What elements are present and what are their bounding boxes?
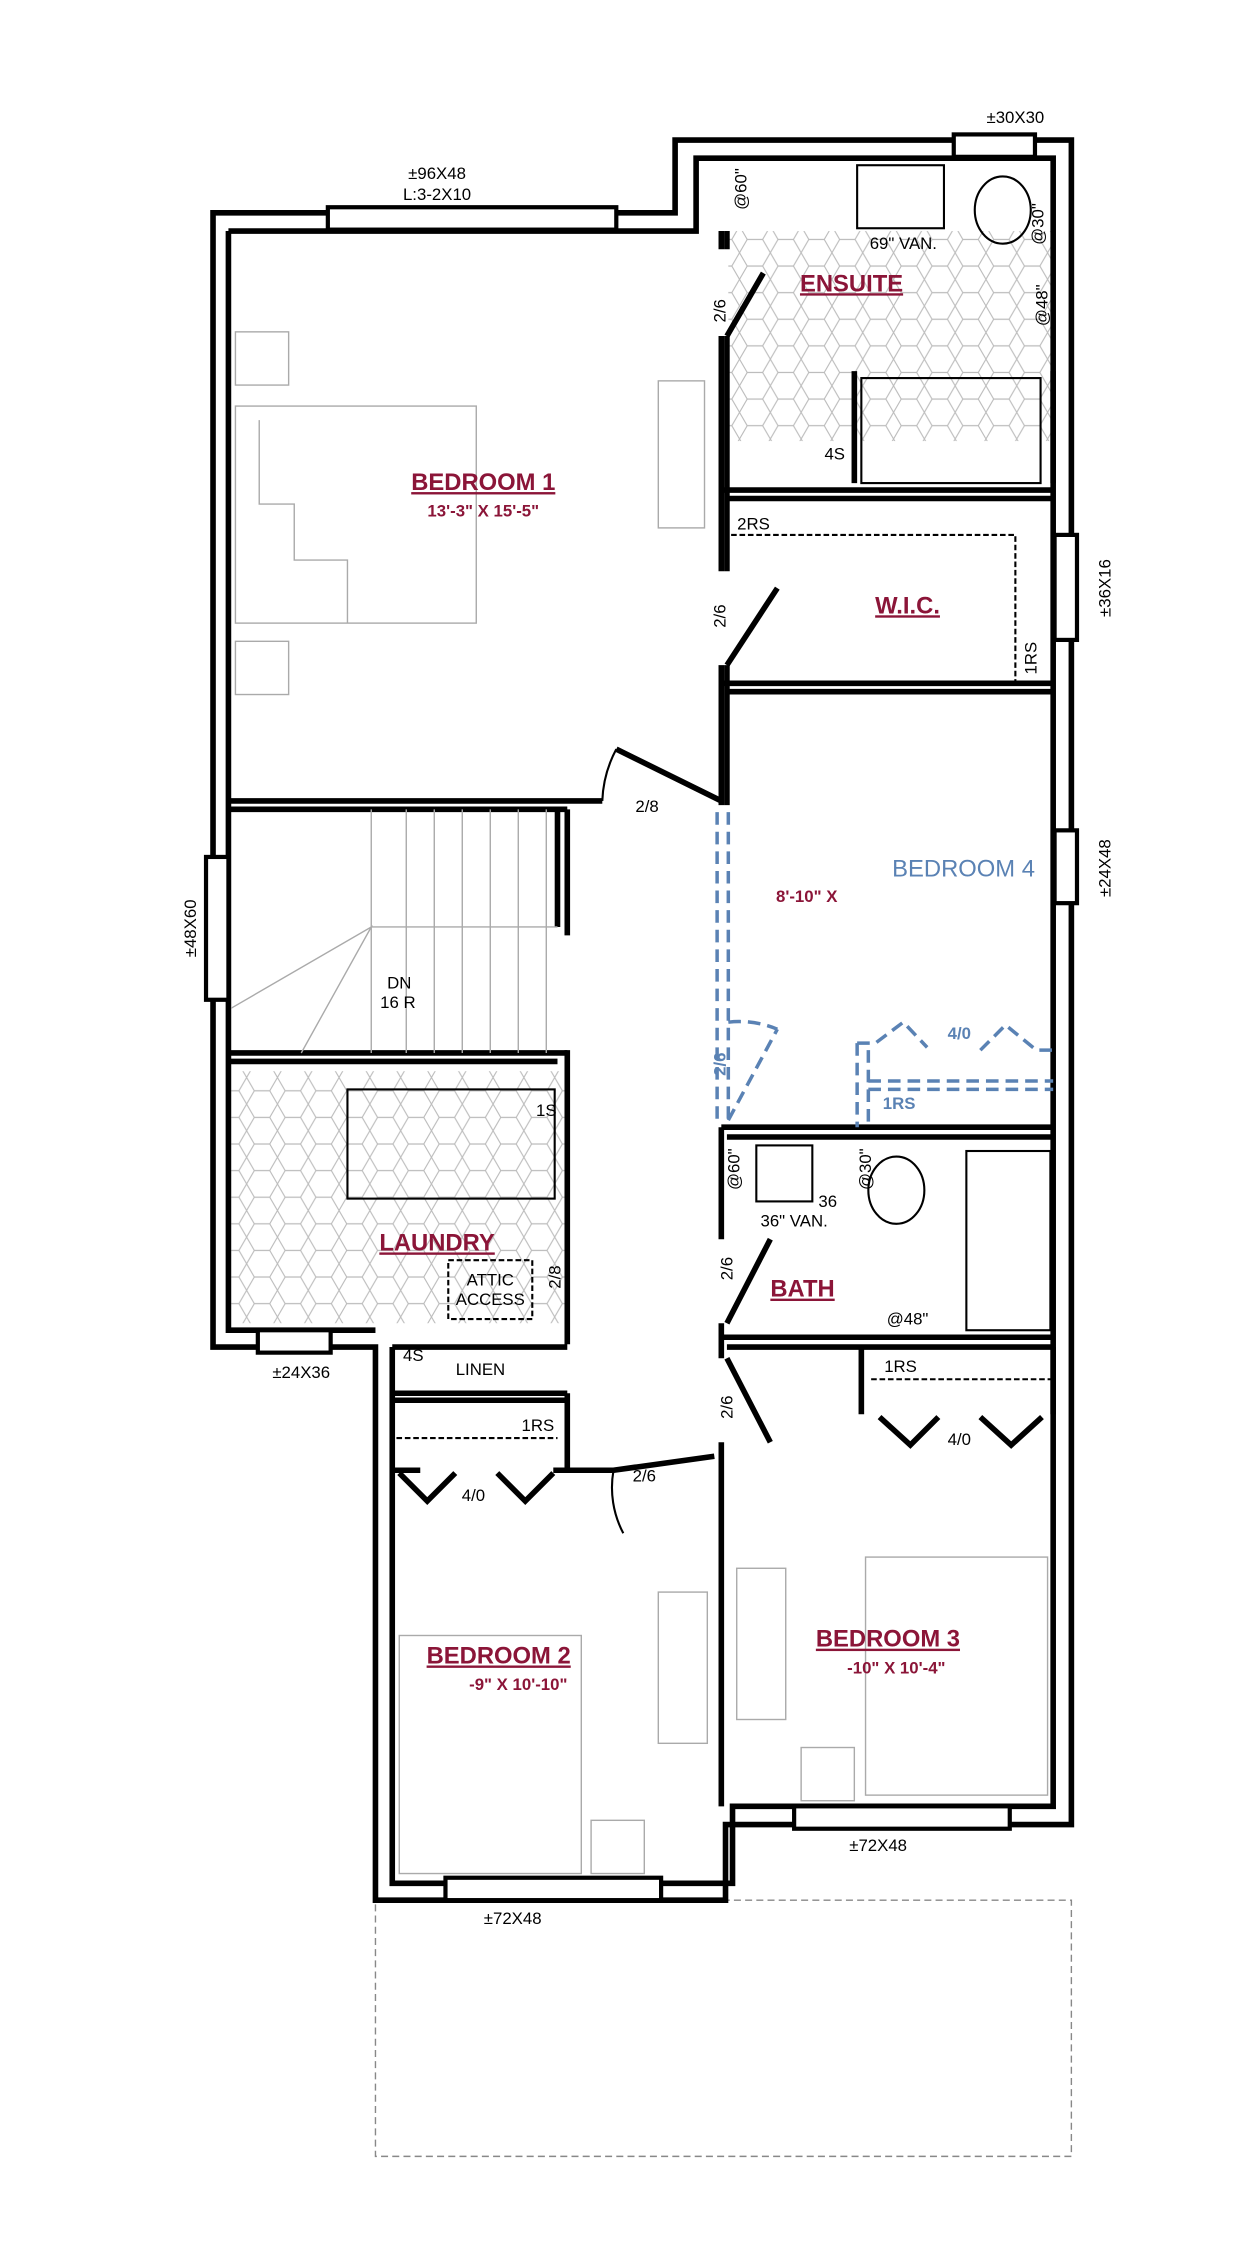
room-label-bedroom-1: BEDROOM 1 bbox=[411, 469, 555, 496]
room-label-bath: BATH bbox=[770, 1276, 834, 1303]
note: 36 bbox=[818, 1192, 837, 1211]
room-label-laundry: LAUNDRY bbox=[379, 1229, 495, 1256]
staircase bbox=[230, 809, 558, 1054]
door-label: 2/8 bbox=[635, 797, 658, 816]
note: 2RS bbox=[737, 514, 770, 533]
note: 1RS bbox=[883, 1094, 916, 1113]
door-label: 4/0 bbox=[462, 1486, 485, 1505]
room-label-bedroom-3: BEDROOM 3 bbox=[816, 1626, 960, 1653]
lintel-label: L:3-2X10 bbox=[403, 185, 471, 204]
door-label: 2/6 bbox=[711, 299, 730, 322]
note: 1RS bbox=[884, 1357, 917, 1376]
room-label-bedroom-4: BEDROOM 4 bbox=[892, 856, 1035, 883]
room-size-bedroom-4: 8'-10" X bbox=[776, 887, 838, 906]
note: 1RS bbox=[522, 1416, 555, 1435]
door-label: 2/6 bbox=[711, 1053, 730, 1076]
note: 1RS bbox=[1021, 642, 1040, 675]
closet-shelf bbox=[396, 533, 1054, 1440]
note: @48" bbox=[1033, 284, 1052, 326]
room-label-wic: W.I.C. bbox=[875, 592, 940, 619]
window-label: ±72X48 bbox=[484, 1909, 542, 1928]
door-label: 2/6 bbox=[633, 1466, 656, 1485]
stair-direction: DN bbox=[387, 974, 411, 993]
window-label: ±72X48 bbox=[849, 1836, 907, 1855]
note: 4S bbox=[824, 444, 845, 463]
note: @48" bbox=[887, 1310, 929, 1329]
window-label: ±96X48 bbox=[408, 164, 466, 183]
stair-risers: 16 R bbox=[380, 993, 415, 1012]
note: @60" bbox=[725, 1148, 744, 1190]
note: @30" bbox=[856, 1148, 875, 1190]
attic-access: ATTIC bbox=[467, 1270, 514, 1289]
door-swings bbox=[397, 271, 1054, 1534]
note: 1S bbox=[536, 1101, 557, 1120]
door-label: 2/8 bbox=[545, 1265, 564, 1288]
note: 4S bbox=[403, 1346, 424, 1365]
window-label: ±36X16 bbox=[1096, 559, 1115, 617]
furniture bbox=[234, 164, 1052, 1875]
room-size-bedroom-2: -9" X 10'-10" bbox=[469, 1675, 567, 1694]
room-label-ensuite: ENSUITE bbox=[800, 270, 903, 297]
attic-access: ACCESS bbox=[456, 1290, 525, 1309]
room-size-bedroom-1: 13'-3" X 15'-5" bbox=[427, 502, 539, 521]
tile-floor bbox=[231, 231, 1054, 1324]
room-label-bedroom-2: BEDROOM 2 bbox=[427, 1642, 571, 1669]
window-label: ±48X60 bbox=[181, 899, 200, 957]
door-label: 2/6 bbox=[718, 1257, 737, 1280]
window-label: ±24X48 bbox=[1096, 839, 1115, 897]
door-label: 4/0 bbox=[948, 1430, 971, 1449]
door-label: 2/6 bbox=[711, 604, 730, 627]
lot-outline bbox=[374, 1899, 1073, 2158]
linen-label: LINEN bbox=[456, 1360, 505, 1379]
window-label: ±24X36 bbox=[272, 1363, 330, 1382]
note: 69" VAN. bbox=[870, 234, 937, 253]
door-label: 2/6 bbox=[718, 1396, 737, 1419]
window-label: ±30X30 bbox=[986, 108, 1044, 127]
note: @30" bbox=[1028, 203, 1047, 245]
note: @60" bbox=[732, 168, 751, 210]
note: 36" VAN. bbox=[760, 1212, 827, 1231]
windows bbox=[203, 132, 1080, 1903]
door-label: 4/0 bbox=[948, 1024, 971, 1043]
interior-walls bbox=[228, 231, 1056, 1807]
room-size-bedroom-3: -10" X 10'-4" bbox=[847, 1658, 945, 1677]
